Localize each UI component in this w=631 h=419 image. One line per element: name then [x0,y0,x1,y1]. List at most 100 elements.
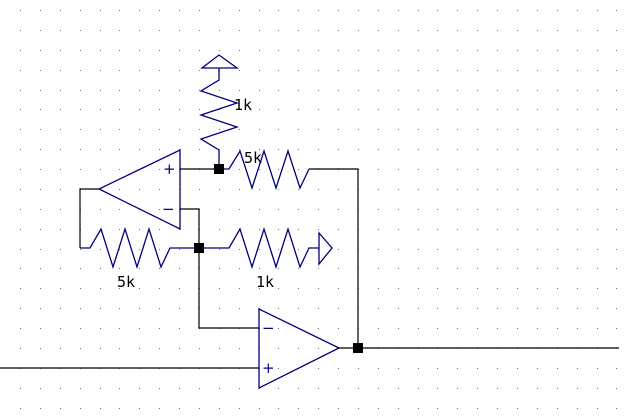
grid-dot [199,149,200,150]
grid-dot [497,268,498,269]
resistor-5k-left[interactable] [80,226,199,270]
grid-dot [298,90,299,91]
grid-dot [537,288,538,289]
grid-dot [398,149,399,150]
opamp-1[interactable] [97,148,181,231]
grid-dot [219,90,220,91]
resistor-5k-top[interactable] [219,148,310,191]
grid-dot [616,408,617,409]
grid-dot [139,70,140,71]
grid-dot [378,388,379,389]
grid-dot [80,308,81,309]
grid-dot [378,109,379,110]
grid-dot [298,288,299,289]
grid-dot [378,10,379,11]
grid-dot [318,129,319,130]
grid-dot [557,288,558,289]
grid-dot [199,90,200,91]
grid-dot [239,388,240,389]
grid-dot [259,90,260,91]
grid-dot [437,129,438,130]
grid-dot [278,368,279,369]
grid-dot [577,268,578,269]
grid-dot [80,109,81,110]
resistor-1k-right[interactable] [199,226,319,270]
grid-dot [577,129,578,130]
grid-dot [318,328,319,329]
grid-dot [239,288,240,289]
grid-dot [199,129,200,130]
grid-dot [338,388,339,389]
grid-dot [20,189,21,190]
grid-dot [418,209,419,210]
grid-dot [139,189,140,190]
grid-dot [40,229,41,230]
grid-dot [597,169,598,170]
grid-dot [597,70,598,71]
grid-dot [60,388,61,389]
grid-dot [239,70,240,71]
grid-dot [278,328,279,329]
grid-dot [159,388,160,389]
grid-dot [80,408,81,409]
grid-dot [219,149,220,150]
grid-dot [259,308,260,309]
grid-dot [557,408,558,409]
grid-dot [437,268,438,269]
grid-dot [40,70,41,71]
grid-dot [119,90,120,91]
grid-dot [298,388,299,389]
grid-dot [378,169,379,170]
grid-dot [338,189,339,190]
grid-dot [318,90,319,91]
grid-dot [318,50,319,51]
grid-dot [179,129,180,130]
resistor-1k-top[interactable] [198,68,240,169]
grid-dot [100,149,101,150]
grid-dot [60,249,61,250]
grid-dot [577,288,578,289]
grid-dot [378,249,379,250]
grid-dot [40,169,41,170]
grid-dot [557,10,558,11]
grid-dot [239,189,240,190]
grid-dot [239,169,240,170]
grid-dot [437,328,438,329]
opamp-2[interactable] [258,307,341,390]
grid-dot [378,268,379,269]
grid-dot [20,268,21,269]
grid-dot [100,348,101,349]
grid-dot [437,249,438,250]
grid-dot [259,189,260,190]
grid-dot [179,109,180,110]
grid-dot [119,308,120,309]
grid-dot [517,129,518,130]
grid-dot [259,149,260,150]
grid-dot [477,209,478,210]
grid-dot [119,408,120,409]
grid-dot [457,288,458,289]
grid-dot [259,408,260,409]
grid-dot [199,348,200,349]
grid-dot [517,50,518,51]
grid-dot [537,149,538,150]
grid-dot [80,30,81,31]
grid-dot [259,288,260,289]
grid-dot [577,50,578,51]
grid-dot [537,90,538,91]
grid-dot [159,109,160,110]
grid-dot [40,10,41,11]
grid-dot [239,348,240,349]
grid-dot [179,229,180,230]
grid-dot [457,368,458,369]
grid-dot [557,189,558,190]
grid-dot [239,308,240,309]
label-resistor-1k-top: 1k [234,96,252,114]
grid-dot [557,328,558,329]
grid-dot [239,90,240,91]
grid-dot [616,50,617,51]
grid-dot [199,189,200,190]
grid-dot [259,129,260,130]
grid-dot [597,388,598,389]
grid-dot [139,90,140,91]
